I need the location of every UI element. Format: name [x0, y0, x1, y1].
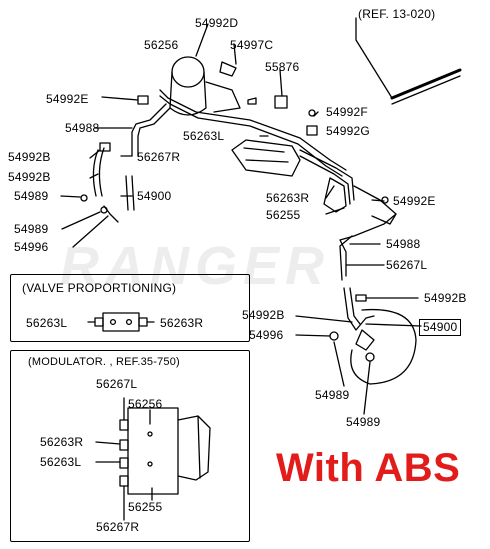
part-54989-c: 54989 — [315, 388, 350, 402]
part-56255-a: 56255 — [266, 208, 301, 222]
modulator-56267L: 56267L — [96, 377, 138, 391]
part-54989-b: 54989 — [14, 222, 49, 236]
part-54900-b: 54900 — [419, 319, 462, 336]
modulator-ref-label: (MODULATOR. , REF.35-750) — [28, 356, 180, 368]
part-54992B-a: 54992B — [8, 150, 51, 164]
ref-top-label: (REF. 13-020) — [358, 7, 436, 21]
part-54989-d: 54989 — [346, 415, 381, 429]
part-55876: 55876 — [265, 60, 300, 74]
valve-56263R: 56263R — [160, 316, 204, 330]
modulator-56263L: 56263L — [40, 455, 82, 469]
watermark: RANGER — [60, 236, 331, 296]
valve-56263L: 56263L — [26, 316, 68, 330]
part-54988-a: 54988 — [65, 121, 100, 135]
modulator-56256: 56256 — [128, 397, 163, 411]
part-54997C: 54997C — [230, 38, 274, 52]
part-54992B-d: 54992B — [242, 308, 285, 322]
part-54992G: 54992G — [326, 124, 370, 138]
part-54992D: 54992D — [195, 16, 239, 30]
part-54900-a: 54900 — [137, 189, 172, 203]
part-54989-a: 54989 — [14, 189, 49, 203]
part-54988-b: 54988 — [386, 237, 421, 251]
part-54992B-c: 54992B — [424, 291, 467, 305]
modulator-box — [10, 350, 250, 542]
valve-proportioning-title: (VALVE PROPORTIONING) — [22, 281, 177, 295]
part-54992B-b: 54992B — [8, 170, 51, 184]
modulator-56267R: 56267R — [96, 520, 140, 534]
modulator-56255: 56255 — [128, 500, 163, 514]
part-54992F: 54992F — [326, 105, 368, 119]
part-54992E-a: 54992E — [46, 92, 89, 106]
part-54992E-b: 54992E — [393, 194, 436, 208]
with-abs-caption: With ABS — [276, 446, 461, 490]
part-54996-a: 54996 — [14, 240, 49, 254]
valve-proportioning-box — [10, 274, 250, 342]
part-56263L-a: 56263L — [183, 129, 225, 143]
part-56267L-a: 56267L — [386, 258, 428, 272]
part-54996-b: 54996 — [249, 328, 284, 342]
part-56267R-a: 56267R — [137, 150, 181, 164]
part-56263R-a: 56263R — [266, 191, 310, 205]
part-56256: 56256 — [144, 38, 179, 52]
modulator-56263R: 56263R — [40, 435, 84, 449]
